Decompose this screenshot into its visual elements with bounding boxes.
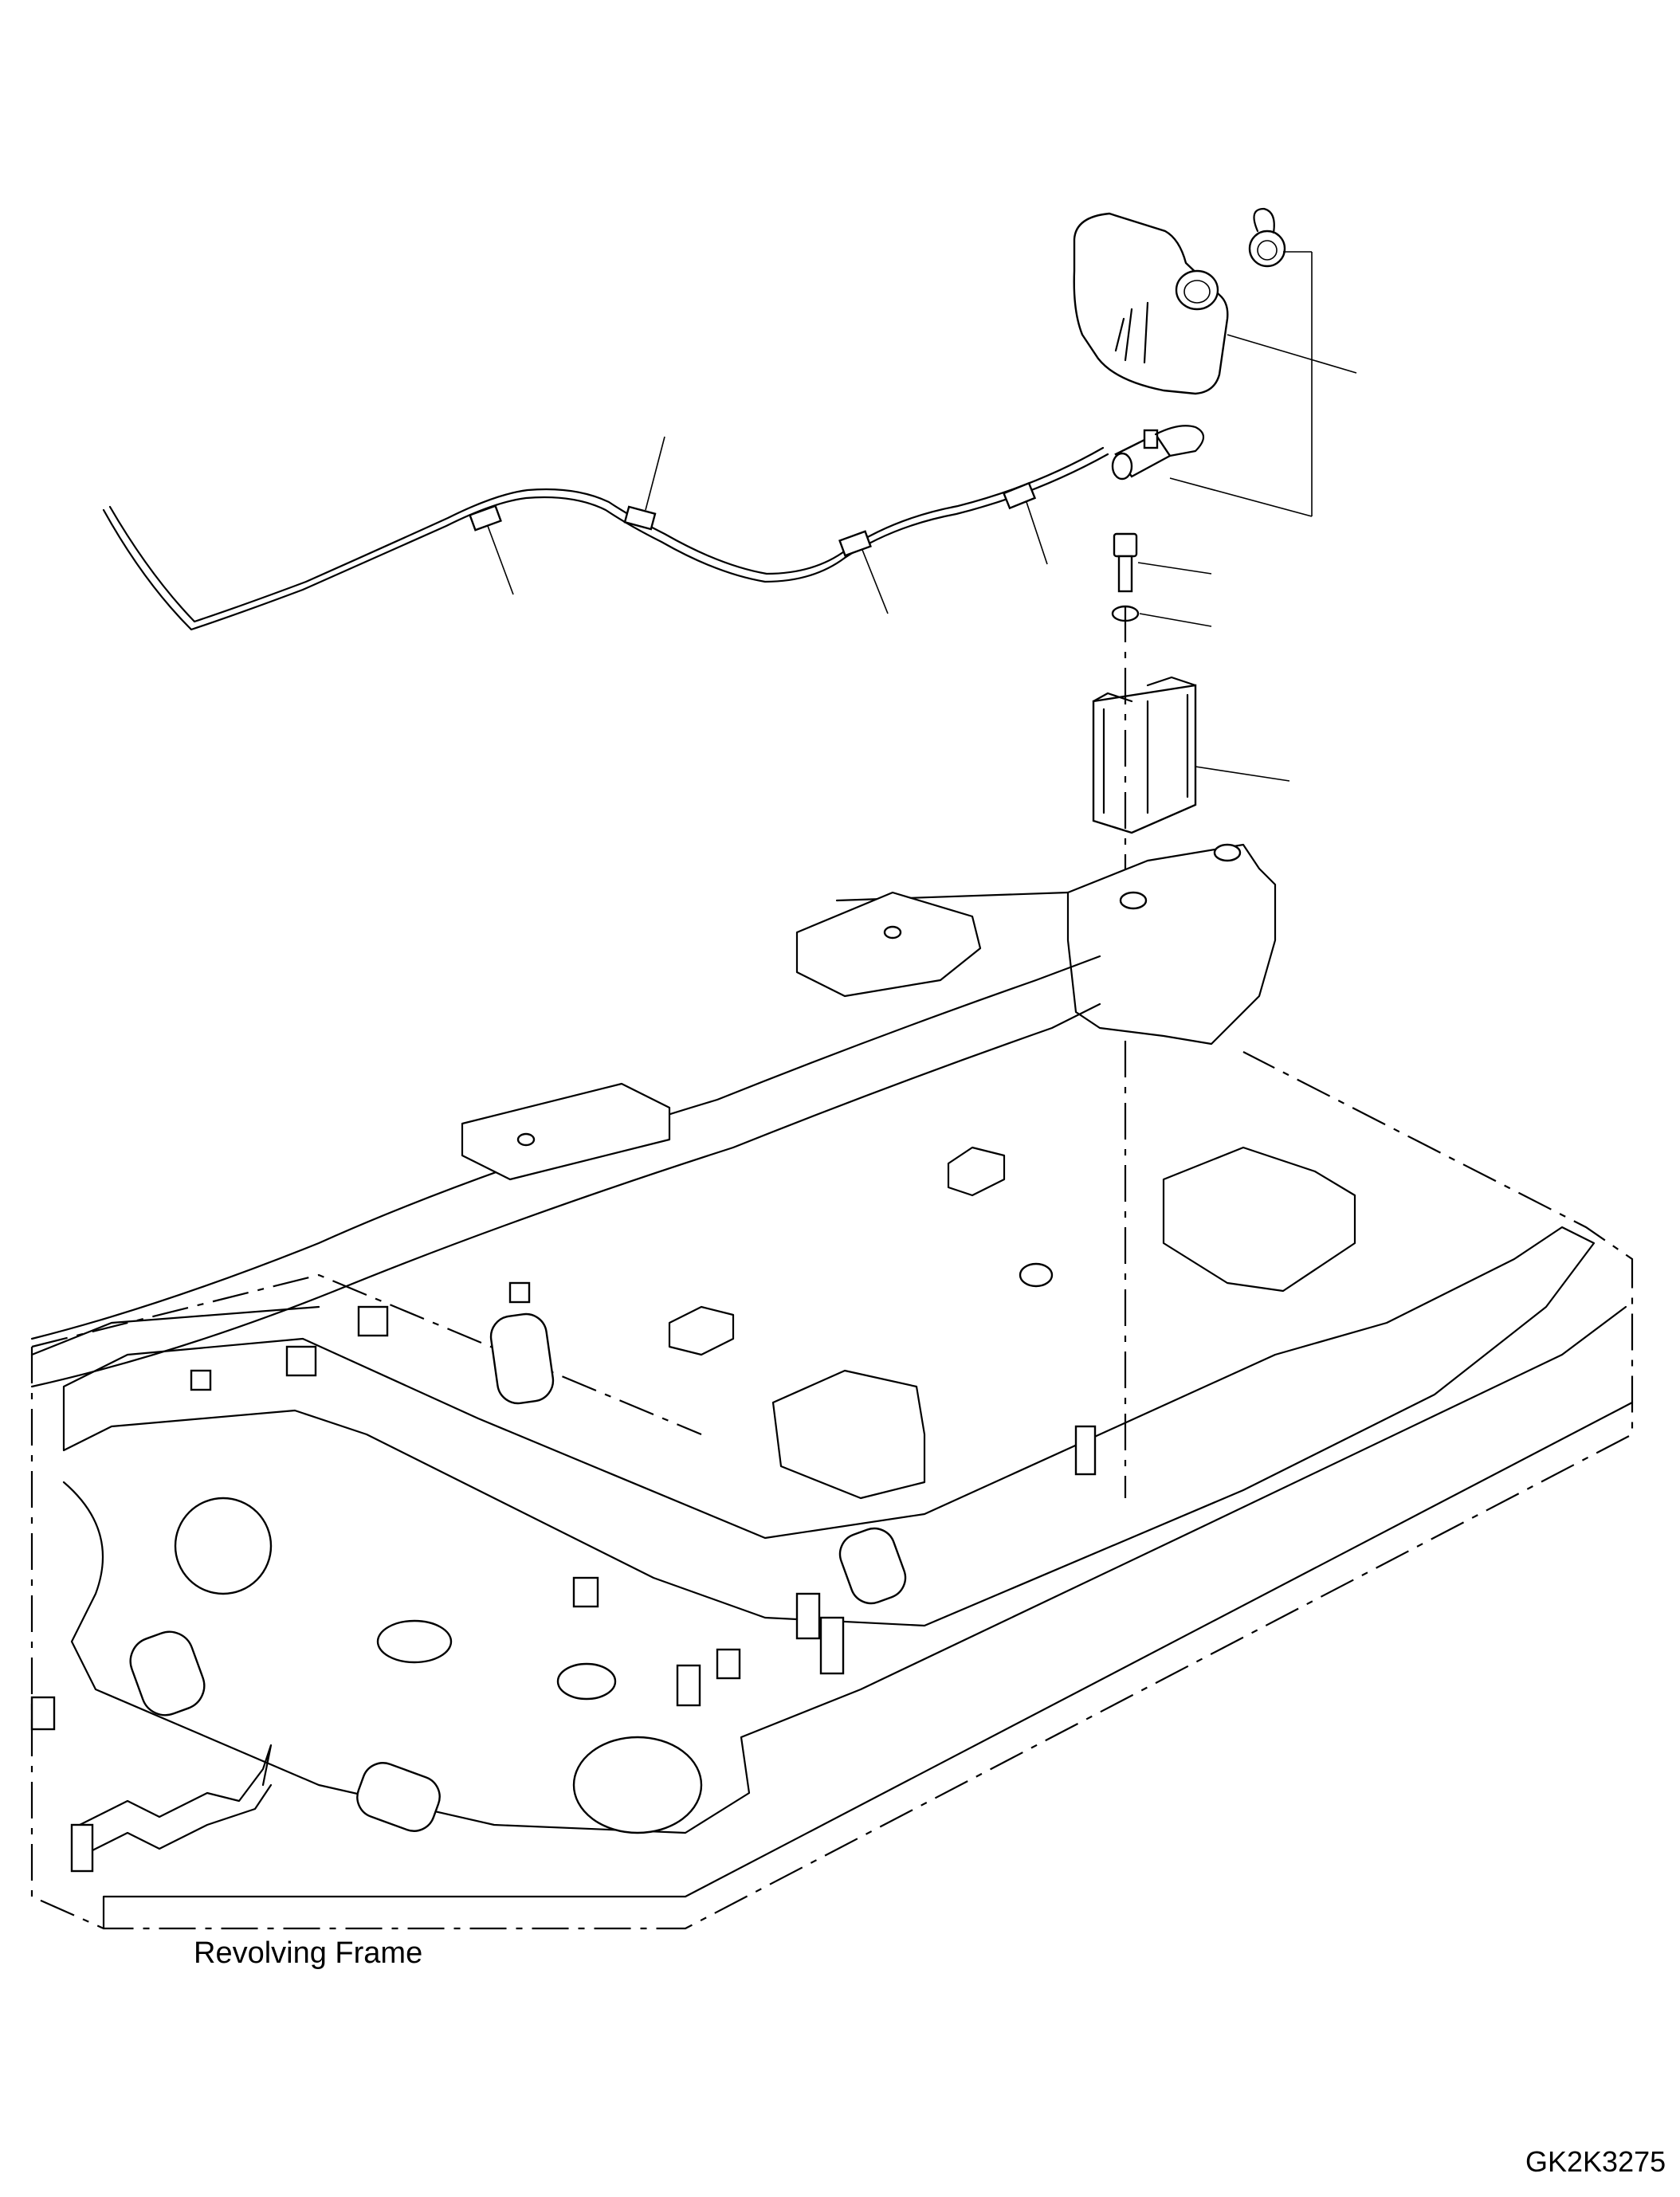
drawing-code: GK2K3275 <box>1525 2145 1666 2178</box>
bolt[interactable] <box>1113 532 1138 593</box>
tank-cap[interactable] <box>1248 207 1286 268</box>
washer-pump[interactable] <box>1111 429 1172 481</box>
hose-clamps[interactable] <box>469 481 1037 557</box>
diagram-caption: Revolving Frame <box>194 1936 423 1970</box>
tank-bracket[interactable] <box>1092 676 1197 834</box>
washer-tank[interactable] <box>1073 212 1229 395</box>
revolving-frame[interactable] <box>30 843 1634 1930</box>
leader-lines <box>487 251 1357 1498</box>
washer-hose <box>102 425 1205 631</box>
